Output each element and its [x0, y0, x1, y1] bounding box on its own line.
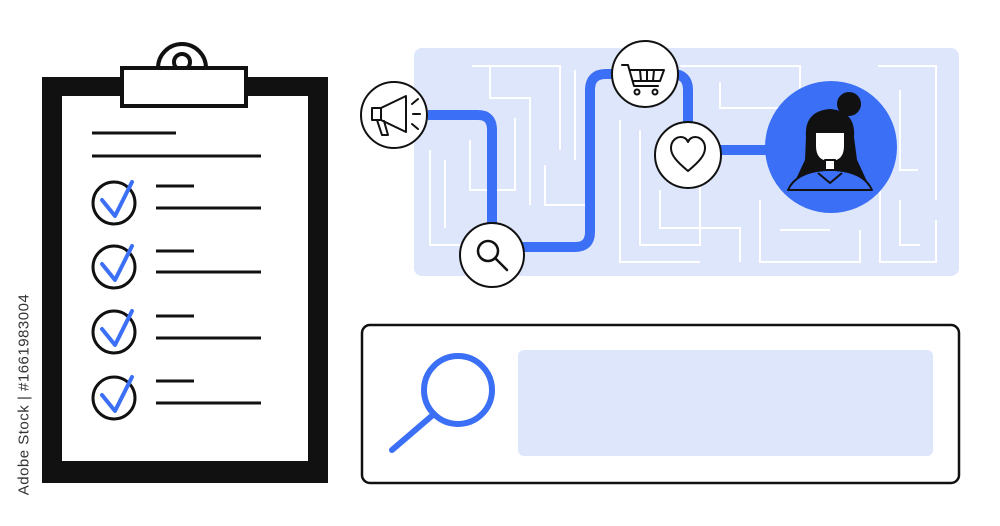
search-step[interactable] [459, 222, 525, 288]
shopping-cart-icon [621, 64, 665, 96]
megaphone-icon [371, 95, 421, 136]
checkmark-icon [100, 180, 134, 218]
checklist-item[interactable] [91, 244, 261, 290]
checkbox-circle [91, 309, 137, 355]
heart-icon [670, 136, 706, 172]
journey-map [360, 40, 959, 288]
checkbox-circle [91, 375, 137, 421]
clipboard-clip [120, 42, 248, 108]
checklist-item[interactable] [91, 180, 261, 226]
checkbox-circle [91, 244, 137, 290]
magnifier-icon[interactable] [389, 353, 495, 453]
maze-lines [429, 65, 937, 263]
search-panel [360, 323, 961, 485]
search-input-field[interactable] [518, 350, 933, 456]
woman-avatar-icon [787, 92, 873, 191]
checkmark-icon [100, 244, 134, 282]
shopping-cart-step[interactable] [611, 40, 679, 108]
checklist-item[interactable] [91, 375, 261, 421]
watermark-text: Adobe Stock | #1661983004 [15, 293, 33, 495]
search-icon [476, 239, 509, 272]
customer-avatar[interactable] [765, 81, 897, 213]
checkmark-icon [100, 309, 134, 347]
checklist-item[interactable] [91, 309, 261, 355]
watermark: Adobe Stock | #1661983004 [2, 262, 46, 526]
megaphone-step[interactable] [360, 81, 428, 149]
clipboard [42, 42, 328, 483]
checkmark-icon [100, 375, 134, 413]
heart-step[interactable] [654, 121, 722, 189]
checkbox-circle [91, 180, 137, 226]
